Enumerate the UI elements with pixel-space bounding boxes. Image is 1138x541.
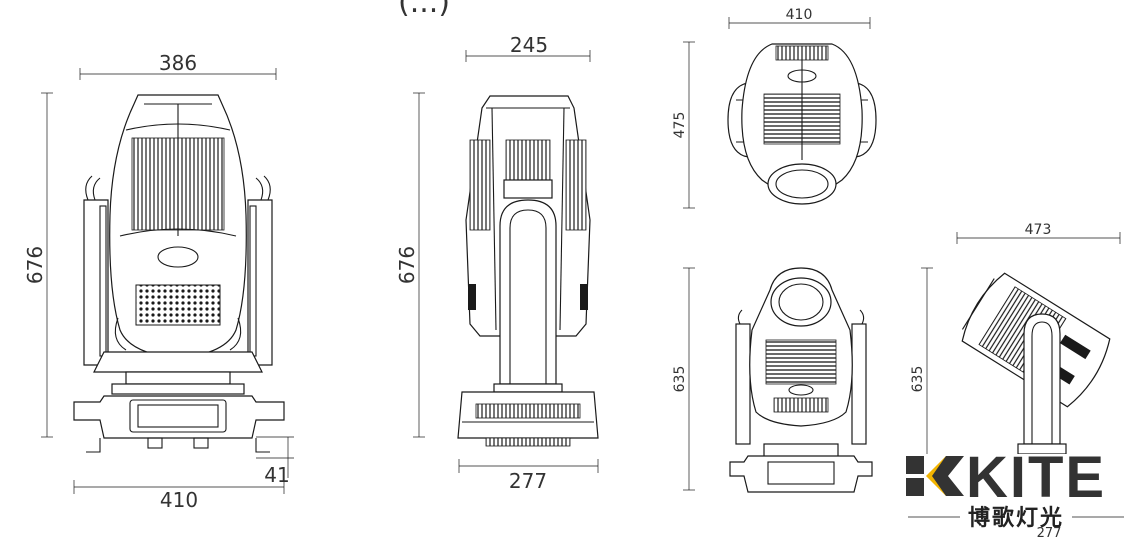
tilted-height-label: 635: [910, 366, 926, 393]
side-height-label: 676: [395, 246, 419, 284]
brand-subtitle: 博歌灯光: [968, 505, 1064, 531]
top-view: 410 475: [672, 7, 877, 209]
side-base-dimension: 277: [458, 459, 599, 493]
top-width-dimension: 410: [728, 7, 871, 29]
side-width-dimension: 245: [465, 33, 591, 62]
front-foot-dimension: 41: [256, 436, 294, 487]
side-height-dimension: 676: [395, 92, 425, 438]
front-base-dimension: 410: [73, 480, 285, 512]
front-view: 386 676 410 41: [23, 51, 294, 512]
rear-height-dimension: 635: [672, 267, 695, 491]
page-title: (...): [398, 0, 450, 20]
top-width-label: 410: [786, 7, 813, 23]
front-foot-label: 41: [264, 463, 289, 487]
rear-height-label: 635: [672, 366, 688, 393]
front-height-label: 676: [23, 246, 47, 284]
side-view: 245 676 277: [395, 33, 599, 493]
tilted-width-dimension: 473: [956, 222, 1121, 244]
front-width-label: 386: [159, 51, 197, 75]
side-width-label: 245: [510, 33, 548, 57]
front-width-dimension: 386: [79, 51, 277, 80]
tilted-width-label: 473: [1025, 222, 1052, 238]
top-height-dimension: 475: [672, 41, 695, 209]
tilted-base-label: 277: [1037, 526, 1062, 541]
logo-mark-icon: [906, 456, 964, 496]
front-height-dimension: 676: [23, 92, 53, 438]
brand-name: KITE: [966, 445, 1106, 510]
brand-logo: KITE 博歌灯光 277: [904, 445, 1126, 541]
top-height-label: 475: [672, 112, 688, 139]
side-base-label: 277: [509, 469, 547, 493]
rear-view: 635: [672, 267, 873, 493]
front-base-label: 410: [160, 488, 198, 512]
